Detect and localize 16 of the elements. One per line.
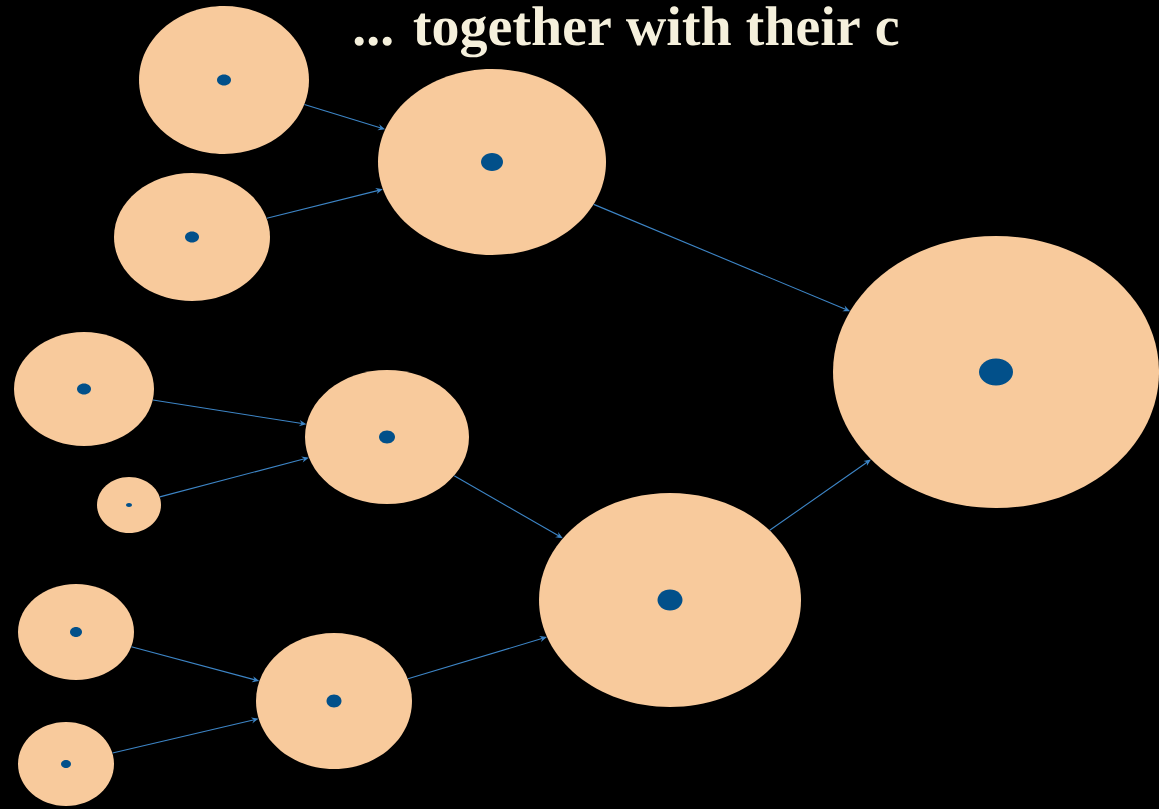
cell-circle <box>539 493 801 707</box>
cell-circle <box>833 236 1159 508</box>
cell-circle <box>14 332 154 446</box>
cell-circle <box>97 477 161 533</box>
title: ... together with their c <box>354 6 899 58</box>
cell-circle <box>256 633 412 769</box>
arrow <box>769 459 871 531</box>
arrow <box>593 203 850 312</box>
cell-circle <box>18 722 114 806</box>
cell-circle <box>114 173 270 301</box>
cell-circle <box>139 6 309 154</box>
cell-circle <box>18 584 134 680</box>
arrow <box>453 475 563 539</box>
arrow <box>407 636 547 680</box>
cell-circle <box>378 69 606 255</box>
cell-circle <box>305 370 469 504</box>
